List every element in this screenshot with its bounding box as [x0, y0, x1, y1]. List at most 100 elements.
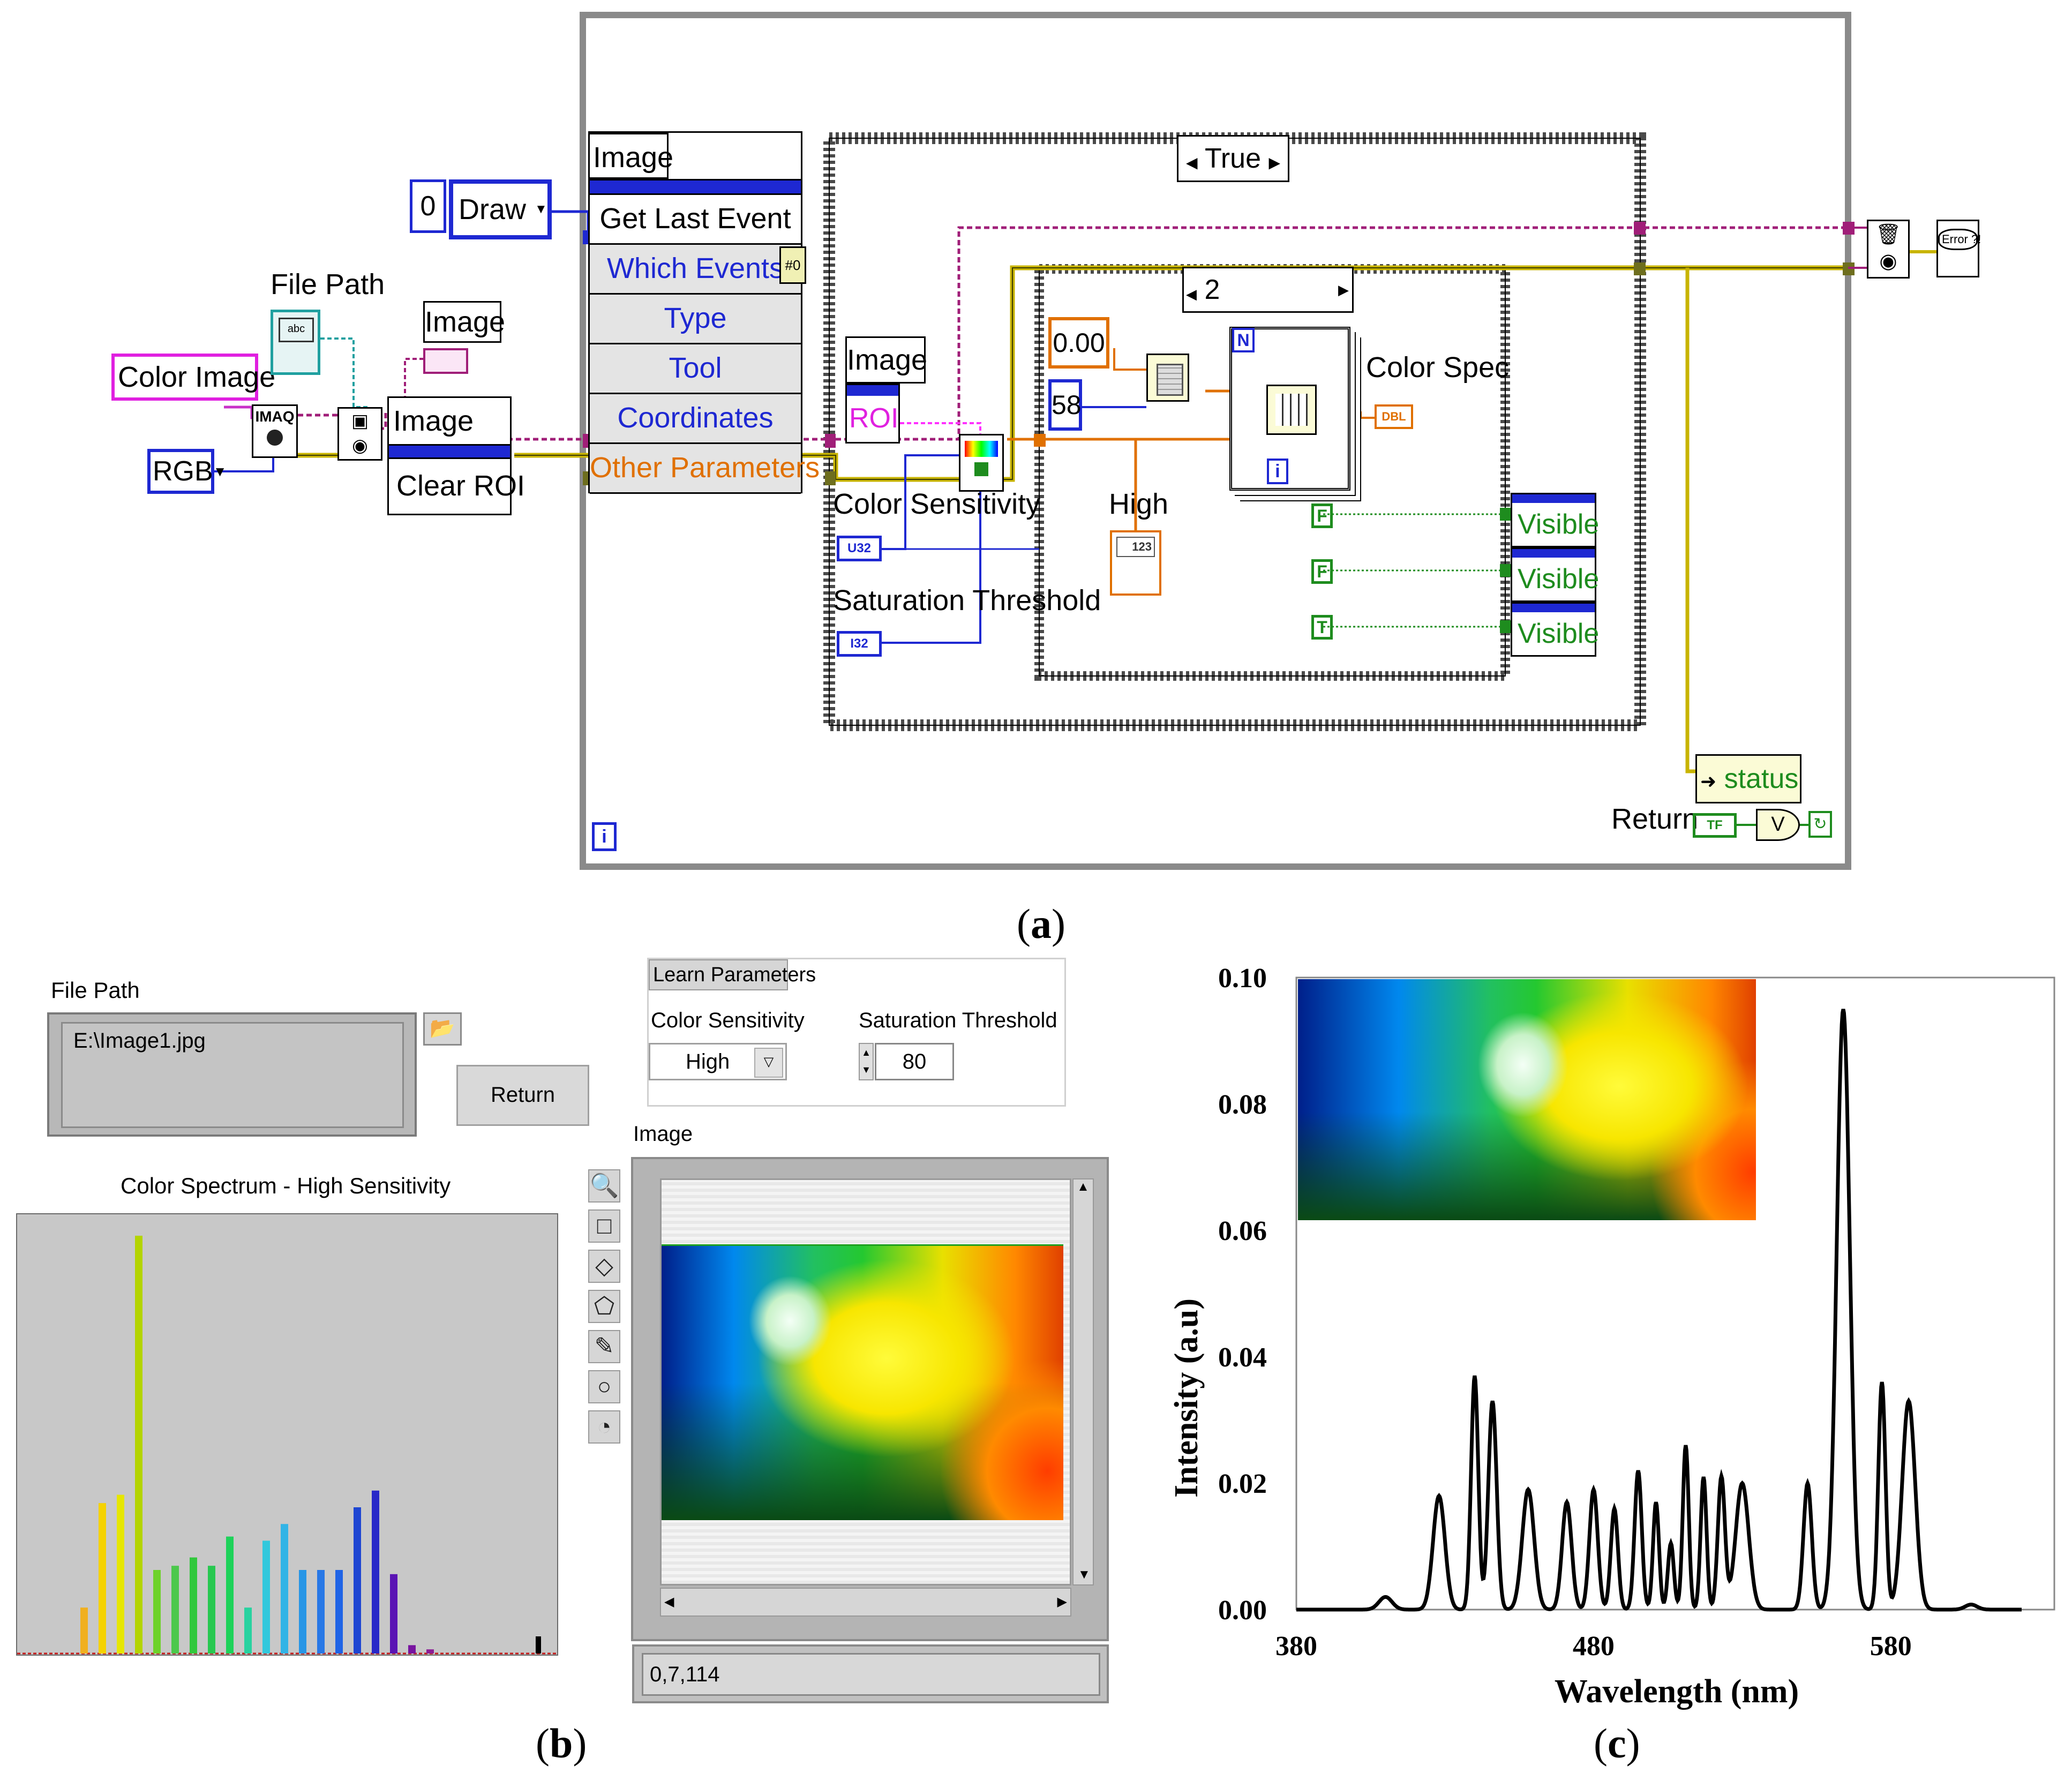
- histogram-bar: [171, 1566, 179, 1654]
- rgb-enum[interactable]: RGB▼: [147, 449, 227, 494]
- case-selector-label: True: [1205, 143, 1262, 174]
- chart-ylabel: Intensity (a.u): [1168, 1298, 1205, 1498]
- histogram-bar: [317, 1570, 325, 1654]
- scroll-right-icon[interactable]: ▶: [1057, 1595, 1067, 1609]
- visible-property-3[interactable]: Visible: [1511, 602, 1599, 657]
- histogram-bar: [135, 1236, 142, 1654]
- bool-const-3[interactable]: T: [1311, 615, 1333, 640]
- histogram-bar: [226, 1536, 234, 1654]
- event-item-get-last-event[interactable]: Get Last Event: [590, 195, 801, 245]
- fp-spectrum-photo: [662, 1244, 1063, 1520]
- fp-file-path-field[interactable]: E:\Image1.jpg: [47, 1012, 417, 1137]
- error-cluster-icon: [267, 430, 283, 446]
- color-image-control[interactable]: Color Image: [111, 354, 275, 401]
- numeric-icon: 123: [1116, 537, 1155, 557]
- trash-icon: 🗑: [1875, 223, 1902, 246]
- enum-arrow-icon: ▼: [213, 463, 227, 479]
- bool-const-1[interactable]: F: [1311, 504, 1333, 528]
- histogram-bar: [99, 1503, 106, 1654]
- index-array-node[interactable]: [1266, 385, 1317, 435]
- histogram-bar: [426, 1649, 434, 1654]
- write-file-node[interactable]: ▣◉: [337, 407, 382, 461]
- zoom-tool-icon[interactable]: 🔍: [588, 1169, 620, 1203]
- histogram-bar: [190, 1557, 197, 1654]
- fp-saturation-stepper[interactable]: ▲▼: [859, 1043, 874, 1080]
- visible-label-2: Visible: [1518, 563, 1600, 595]
- u32-terminal[interactable]: U32: [837, 536, 882, 561]
- fp-color-sensitivity-value: High: [686, 1050, 730, 1073]
- color-spec-label: Color Spec: [1366, 351, 1510, 384]
- which-events-badge: #0: [779, 246, 806, 284]
- i32-terminal[interactable]: I32: [837, 631, 882, 657]
- histogram-bar: [244, 1607, 252, 1654]
- inner-case-selector-label: 2: [1204, 274, 1220, 305]
- high-node[interactable]: 123: [1110, 530, 1161, 596]
- tf-terminal[interactable]: TF: [1693, 813, 1737, 838]
- histogram-bar: [299, 1570, 306, 1654]
- y-tick-label: 0.08: [1218, 1089, 1267, 1120]
- fp-hscroll[interactable]: ◀▶: [660, 1588, 1071, 1617]
- saturation-threshold-label: Saturation Threshold: [833, 584, 1101, 617]
- or-gate[interactable]: V: [1756, 809, 1800, 841]
- rotated-rect-tool-icon[interactable]: ◇: [588, 1250, 620, 1283]
- color-sensitivity-label: Color Sensitivity: [833, 488, 1041, 520]
- visible-property-2[interactable]: Visible: [1511, 547, 1600, 602]
- roi-label: ROI: [849, 403, 899, 434]
- const-b[interactable]: 58: [1048, 379, 1082, 431]
- annulus-tool-icon[interactable]: ◔: [588, 1410, 620, 1444]
- oval-tool-icon[interactable]: ○: [588, 1370, 620, 1403]
- fp-color-sensitivity-select[interactable]: High▽: [649, 1043, 787, 1080]
- event-item-which-events[interactable]: Which Events: [590, 245, 801, 295]
- fp-file-path-inner[interactable]: E:\Image1.jpg: [61, 1022, 404, 1128]
- case-selector[interactable]: ◀ True ▶: [1177, 135, 1289, 182]
- fp-browse-button[interactable]: 📂: [423, 1012, 462, 1046]
- status-unbundle[interactable]: ➜ status: [1695, 754, 1801, 803]
- build-array-node[interactable]: [1146, 354, 1189, 402]
- fp-learn-parameters-title: Learn Parameters: [649, 959, 816, 990]
- fp-status-readout: 0,7,114: [632, 1644, 1109, 1703]
- fp-image-display[interactable]: ▲▼ ◀▶: [631, 1157, 1109, 1641]
- image-ref-top-terminal[interactable]: [423, 348, 468, 374]
- file-path-terminal[interactable]: abc: [271, 310, 320, 375]
- learn-color-node[interactable]: [959, 434, 1004, 492]
- fp-status-value: 0,7,114: [642, 1653, 1100, 1696]
- fp-image-canvas[interactable]: [660, 1178, 1071, 1585]
- error-handler-node[interactable]: Error ?!: [1936, 220, 1981, 277]
- freehand-tool-icon[interactable]: ✎: [588, 1330, 620, 1363]
- path-icon: abc: [279, 318, 314, 342]
- polygon-tool-icon[interactable]: ⬠: [588, 1290, 620, 1323]
- image-property-node[interactable]: Image Clear ROI: [387, 396, 525, 515]
- const-a[interactable]: 0.00: [1048, 317, 1109, 369]
- close-image-node[interactable]: 🗑◉: [1867, 220, 1910, 279]
- fp-vscroll[interactable]: ▲▼: [1072, 1178, 1094, 1585]
- histogram-bar: [281, 1524, 288, 1654]
- draw-mode-label: Draw: [459, 193, 527, 226]
- error-icon: Error ?!: [1938, 229, 1981, 250]
- scroll-up-icon[interactable]: ▲: [1077, 1179, 1090, 1194]
- spectrum-line: [1296, 1009, 2022, 1612]
- draw-index-control[interactable]: 0: [410, 179, 446, 233]
- rectangle-tool-icon[interactable]: □: [588, 1209, 620, 1243]
- y-tick-label: 0.02: [1218, 1469, 1267, 1499]
- error-icon: ◉: [1879, 250, 1897, 273]
- stop-icon: ↻: [1813, 815, 1827, 833]
- stop-terminal[interactable]: ↻: [1808, 811, 1832, 838]
- draw-mode-enum[interactable]: Draw▼: [449, 179, 552, 239]
- imaq-node[interactable]: IMAQ: [252, 404, 298, 458]
- scroll-left-icon[interactable]: ◀: [664, 1595, 674, 1609]
- roi-property-node[interactable]: ROI: [845, 384, 900, 444]
- bool-const-2[interactable]: F: [1311, 559, 1333, 584]
- fp-saturation-threshold-input[interactable]: 80: [875, 1043, 954, 1080]
- case-left-arrow-icon: ◀: [1186, 286, 1197, 302]
- event-item-type[interactable]: Type: [590, 295, 801, 344]
- fp-return-button[interactable]: Return: [456, 1065, 589, 1126]
- event-item-coordinates[interactable]: Coordinates: [590, 394, 801, 444]
- event-item-other-parameters[interactable]: Other Parameters: [590, 444, 820, 494]
- fp-file-path-label: File Path: [51, 978, 140, 1003]
- scroll-down-icon[interactable]: ▼: [1078, 1567, 1091, 1582]
- event-item-tool[interactable]: Tool: [590, 344, 801, 394]
- visible-property-1[interactable]: Visible: [1511, 493, 1599, 547]
- inner-case-selector[interactable]: ◀ 2▶: [1182, 267, 1354, 313]
